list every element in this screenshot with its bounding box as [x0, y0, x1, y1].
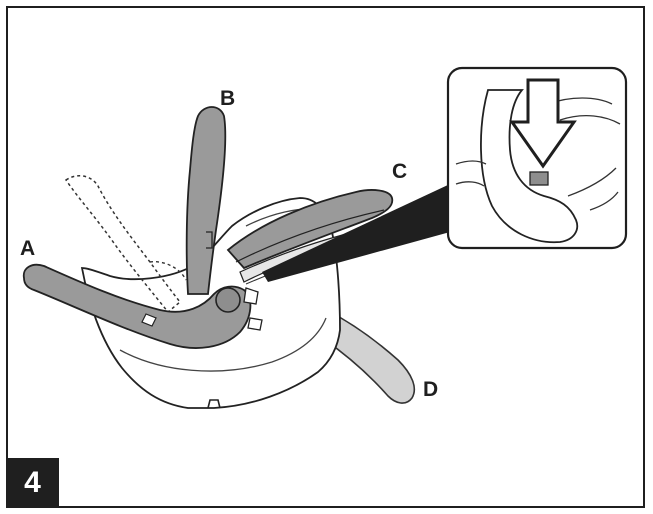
label-a: A [20, 237, 36, 260]
inset-line-4 [455, 160, 487, 165]
inset-line-5 [455, 181, 485, 187]
handle-b [185, 106, 227, 295]
inset-line-2 [559, 114, 621, 125]
release-button [529, 171, 549, 186]
handle-b-grip [206, 231, 213, 249]
pivot-hub [215, 287, 241, 313]
label-b: B [220, 87, 236, 110]
step-number-badge: 4 [6, 458, 59, 508]
callout-wedge [262, 184, 450, 282]
handle-a-slot [141, 313, 157, 327]
label-d: D [423, 378, 439, 401]
down-arrow-icon [509, 78, 577, 169]
canopy-fold [235, 209, 385, 263]
seat-notch [207, 399, 221, 409]
pivot-bracket-2 [247, 317, 263, 331]
canopy-c [226, 189, 394, 270]
inset-line-6 [589, 191, 619, 211]
inset-shell-curve [480, 89, 579, 244]
label-c: C [392, 160, 408, 183]
inset-detail [455, 78, 621, 244]
pivot-bracket [243, 287, 259, 305]
seat-inner-line [119, 317, 327, 372]
inset-line-3 [567, 167, 617, 197]
handle-previous-position [64, 174, 182, 314]
handle-a [22, 263, 252, 349]
